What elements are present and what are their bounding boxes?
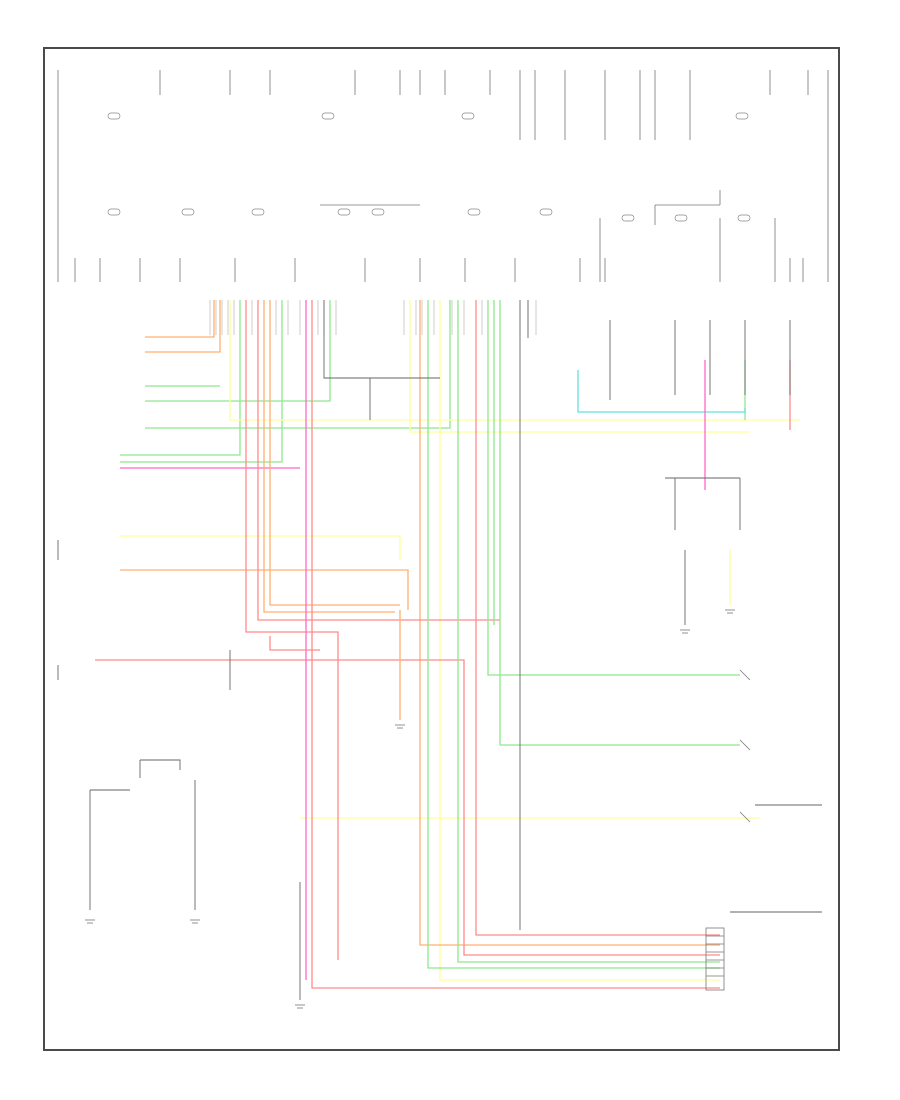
wire-orange-4 (269, 300, 400, 606)
right-connectors (705, 669, 751, 991)
wire-red-4 (311, 300, 720, 989)
wire-orange-1 (145, 300, 215, 338)
wires (95, 300, 800, 989)
connector-blocks (209, 300, 537, 335)
wire-orange-3 (120, 569, 409, 610)
wire-yellow-2 (229, 300, 800, 421)
wire-yellow-3 (409, 300, 750, 433)
wire-orange-5 (263, 300, 395, 613)
wire-green-2 (145, 300, 331, 402)
wire-orange-6 (419, 300, 720, 946)
wire-orange-2 (145, 300, 221, 353)
wire-red-6 (269, 636, 320, 651)
top-component-block (57, 70, 829, 282)
wire-green-9 (457, 300, 720, 963)
diagram-frame (43, 47, 840, 1051)
ground-symbols (85, 609, 735, 1009)
wire-green-3 (145, 300, 451, 429)
wire-green-7 (487, 300, 740, 676)
wire-green-6 (427, 300, 720, 969)
wire-red-5 (475, 300, 720, 936)
wire-cyan-1 (577, 370, 746, 413)
wire-red-3 (95, 659, 720, 956)
wire-green-5 (120, 300, 283, 463)
wire-yellow-5 (439, 300, 720, 981)
black-wires (57, 300, 822, 1000)
fuse-symbols (107, 112, 751, 222)
wire-green-8 (499, 300, 740, 746)
wire-yellow-1 (120, 535, 401, 560)
wire-red-1 (245, 300, 339, 960)
wire-red-2 (257, 300, 500, 621)
wire-green-4 (120, 300, 241, 456)
